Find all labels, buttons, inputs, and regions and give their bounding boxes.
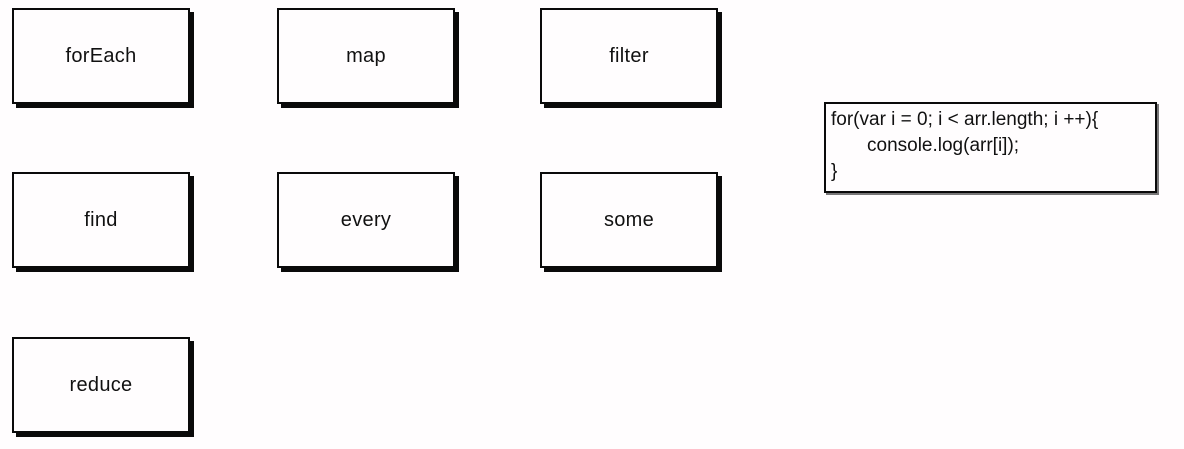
method-box-map[interactable]: map [277, 8, 455, 104]
code-snippet-box: for(var i = 0; i < arr.length; i ++){ co… [824, 102, 1157, 193]
method-box-foreach[interactable]: forEach [12, 8, 190, 104]
method-box-filter[interactable]: filter [540, 8, 718, 104]
code-line-2: console.log(arr[i]); [867, 135, 1020, 156]
method-label-foreach: forEach [65, 44, 137, 67]
method-label-some: some [603, 208, 655, 231]
method-label-reduce: reduce [69, 373, 133, 396]
code-line-3: } [831, 161, 838, 182]
method-box-find[interactable]: find [12, 172, 190, 268]
method-label-find: find [84, 208, 118, 231]
method-box-every[interactable]: every [277, 172, 455, 268]
method-label-map: map [346, 44, 386, 67]
code-line-1: for(var i = 0; i < arr.length; i ++){ [831, 109, 1099, 130]
method-box-some[interactable]: some [540, 172, 718, 268]
method-label-every: every [340, 208, 392, 231]
method-box-reduce[interactable]: reduce [12, 337, 190, 433]
method-label-filter: filter [609, 44, 649, 67]
